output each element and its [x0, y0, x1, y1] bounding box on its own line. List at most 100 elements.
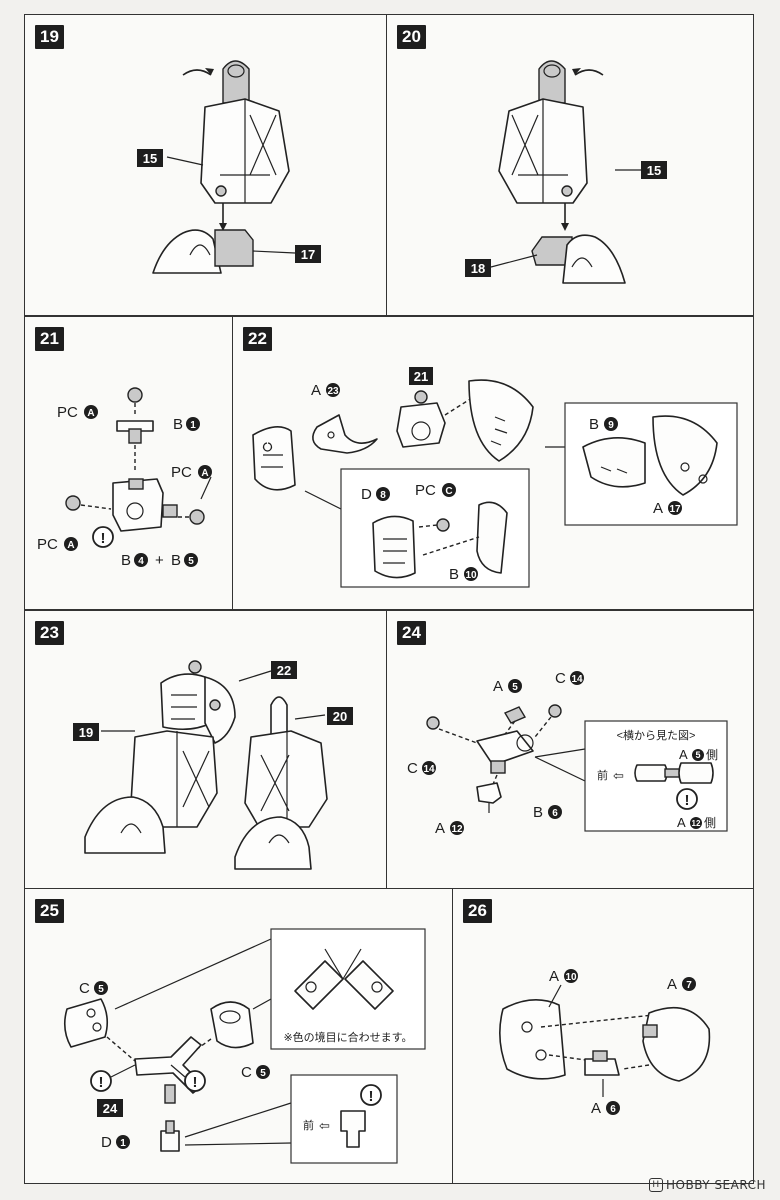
front-arrow-icon: ⇦	[319, 1118, 330, 1133]
step-19-panel: 19 15 17	[24, 14, 388, 316]
front-label: 前	[597, 768, 608, 782]
step-22-panel: 22 21 A 23 B 9 A 17 D 8 PC	[232, 316, 754, 610]
svg-text:A: A	[667, 976, 677, 993]
step-21-panel: 21 ! PC A B 1 PC A PC A B 4 + B 5	[24, 316, 234, 610]
part-18-label: 18	[471, 261, 485, 276]
step-number: 19	[35, 25, 64, 49]
step-number: 25	[35, 899, 64, 923]
step-number: 23	[35, 621, 64, 645]
svg-text:4: 4	[138, 556, 144, 567]
step-number: 21	[35, 327, 64, 351]
step-23-panel: 23 19 22 20	[24, 610, 388, 890]
color-boundary-note: ※色の境目に合わせます。	[283, 1030, 412, 1044]
svg-text:C: C	[555, 670, 566, 687]
step-22-illustration: 21 A 23 B 9 A 17 D 8 PC C B 10	[252, 367, 738, 588]
svg-text:14: 14	[423, 764, 435, 775]
svg-text:B: B	[171, 552, 181, 569]
svg-text:A: A	[549, 968, 559, 985]
step-25-panel: 25 ! ! ※色の境目に合わせます。 前 ⇦ ! C 5 C	[24, 888, 454, 1184]
svg-text:1: 1	[120, 1138, 126, 1149]
svg-text:A: A	[201, 468, 208, 479]
face-panel-shape	[252, 426, 296, 491]
svg-text:C: C	[241, 1064, 252, 1081]
svg-text:5: 5	[188, 556, 194, 567]
svg-text:5: 5	[695, 750, 700, 760]
part-d1-peg	[160, 1130, 180, 1152]
rotate-arrow-icon	[572, 68, 604, 76]
side-view-title: <横から見た図>	[617, 728, 696, 742]
svg-text:14: 14	[571, 674, 583, 685]
svg-text:A: A	[493, 678, 503, 695]
svg-text:6: 6	[610, 1104, 616, 1115]
svg-text:A: A	[311, 382, 321, 399]
svg-text:22: 22	[277, 663, 291, 678]
svg-text:B: B	[589, 416, 599, 433]
part-18-foot	[562, 234, 626, 284]
color-boundary-callout	[270, 928, 426, 1050]
step-number: 24	[397, 621, 426, 645]
svg-text:10: 10	[465, 570, 477, 581]
svg-text:D: D	[101, 1134, 112, 1151]
svg-text:5: 5	[512, 682, 518, 693]
step-25-illustration: ! ! ※色の境目に合わせます。 前 ⇦ ! C 5 C 5 24 D 1	[63, 928, 426, 1164]
warning-icon: !	[101, 530, 106, 547]
shell-part-shape	[468, 379, 534, 462]
svg-text:1: 1	[190, 420, 196, 431]
step-20-illustration: 15 18	[465, 60, 667, 284]
ball-joint-peg	[222, 60, 250, 104]
svg-text:!: !	[99, 1074, 104, 1091]
step-21-illustration: ! PC A B 1 PC A PC A B 4 + B 5	[37, 387, 212, 569]
svg-text:A: A	[679, 747, 688, 762]
svg-text:17: 17	[669, 504, 681, 515]
svg-text:側: 側	[706, 748, 718, 762]
svg-text:C: C	[445, 486, 452, 497]
svg-text:PC: PC	[171, 464, 192, 481]
part-17-foot	[152, 229, 222, 274]
svg-text:A: A	[677, 815, 686, 830]
step-19-illustration: 15 17	[137, 60, 321, 274]
part-21-subassembly	[396, 402, 446, 448]
part-15-label: 15	[647, 163, 661, 178]
warning-icon: !	[685, 792, 690, 809]
front-arrow-icon: ⇦	[613, 768, 624, 783]
svg-text:9: 9	[608, 420, 614, 431]
svg-text:C: C	[407, 760, 418, 777]
head-part-22	[160, 673, 212, 731]
svg-text:A: A	[435, 820, 445, 837]
svg-text:19: 19	[79, 725, 93, 740]
svg-text:10: 10	[565, 972, 577, 983]
svg-text:PC: PC	[57, 404, 78, 421]
step-23-illustration: 19 22 20	[73, 660, 353, 870]
svg-text:B: B	[533, 804, 543, 821]
svg-text:B: B	[121, 552, 131, 569]
part-15-label: 15	[143, 151, 157, 166]
step-number: 20	[397, 25, 426, 49]
svg-text:20: 20	[333, 709, 347, 724]
step-20-panel: 20 15 18	[386, 14, 754, 316]
part-17-label: 17	[301, 247, 315, 262]
svg-text:A: A	[591, 1100, 601, 1117]
svg-text:A: A	[653, 500, 663, 517]
svg-text:23: 23	[327, 386, 339, 397]
part-b4-block	[112, 478, 164, 532]
svg-text:PC: PC	[415, 482, 436, 499]
part-c5-right	[210, 1001, 254, 1049]
svg-text:+: +	[155, 552, 164, 569]
svg-text:C: C	[79, 980, 90, 997]
svg-text:!: !	[369, 1088, 374, 1105]
svg-text:5: 5	[98, 984, 104, 995]
rotate-arrow-icon	[182, 68, 214, 76]
svg-text:B: B	[173, 416, 183, 433]
svg-text:21: 21	[414, 369, 428, 384]
svg-text:12: 12	[451, 824, 463, 835]
part-a7-shape	[642, 1006, 711, 1082]
svg-text:A: A	[87, 408, 94, 419]
svg-text:12: 12	[692, 819, 701, 828]
svg-text:B: B	[449, 566, 459, 583]
svg-text:A: A	[67, 540, 74, 551]
svg-text:D: D	[361, 486, 372, 503]
svg-text:7: 7	[686, 980, 692, 991]
svg-text:側: 側	[704, 816, 716, 830]
step-26-illustration: A 10 A 7 A 6	[499, 968, 711, 1117]
